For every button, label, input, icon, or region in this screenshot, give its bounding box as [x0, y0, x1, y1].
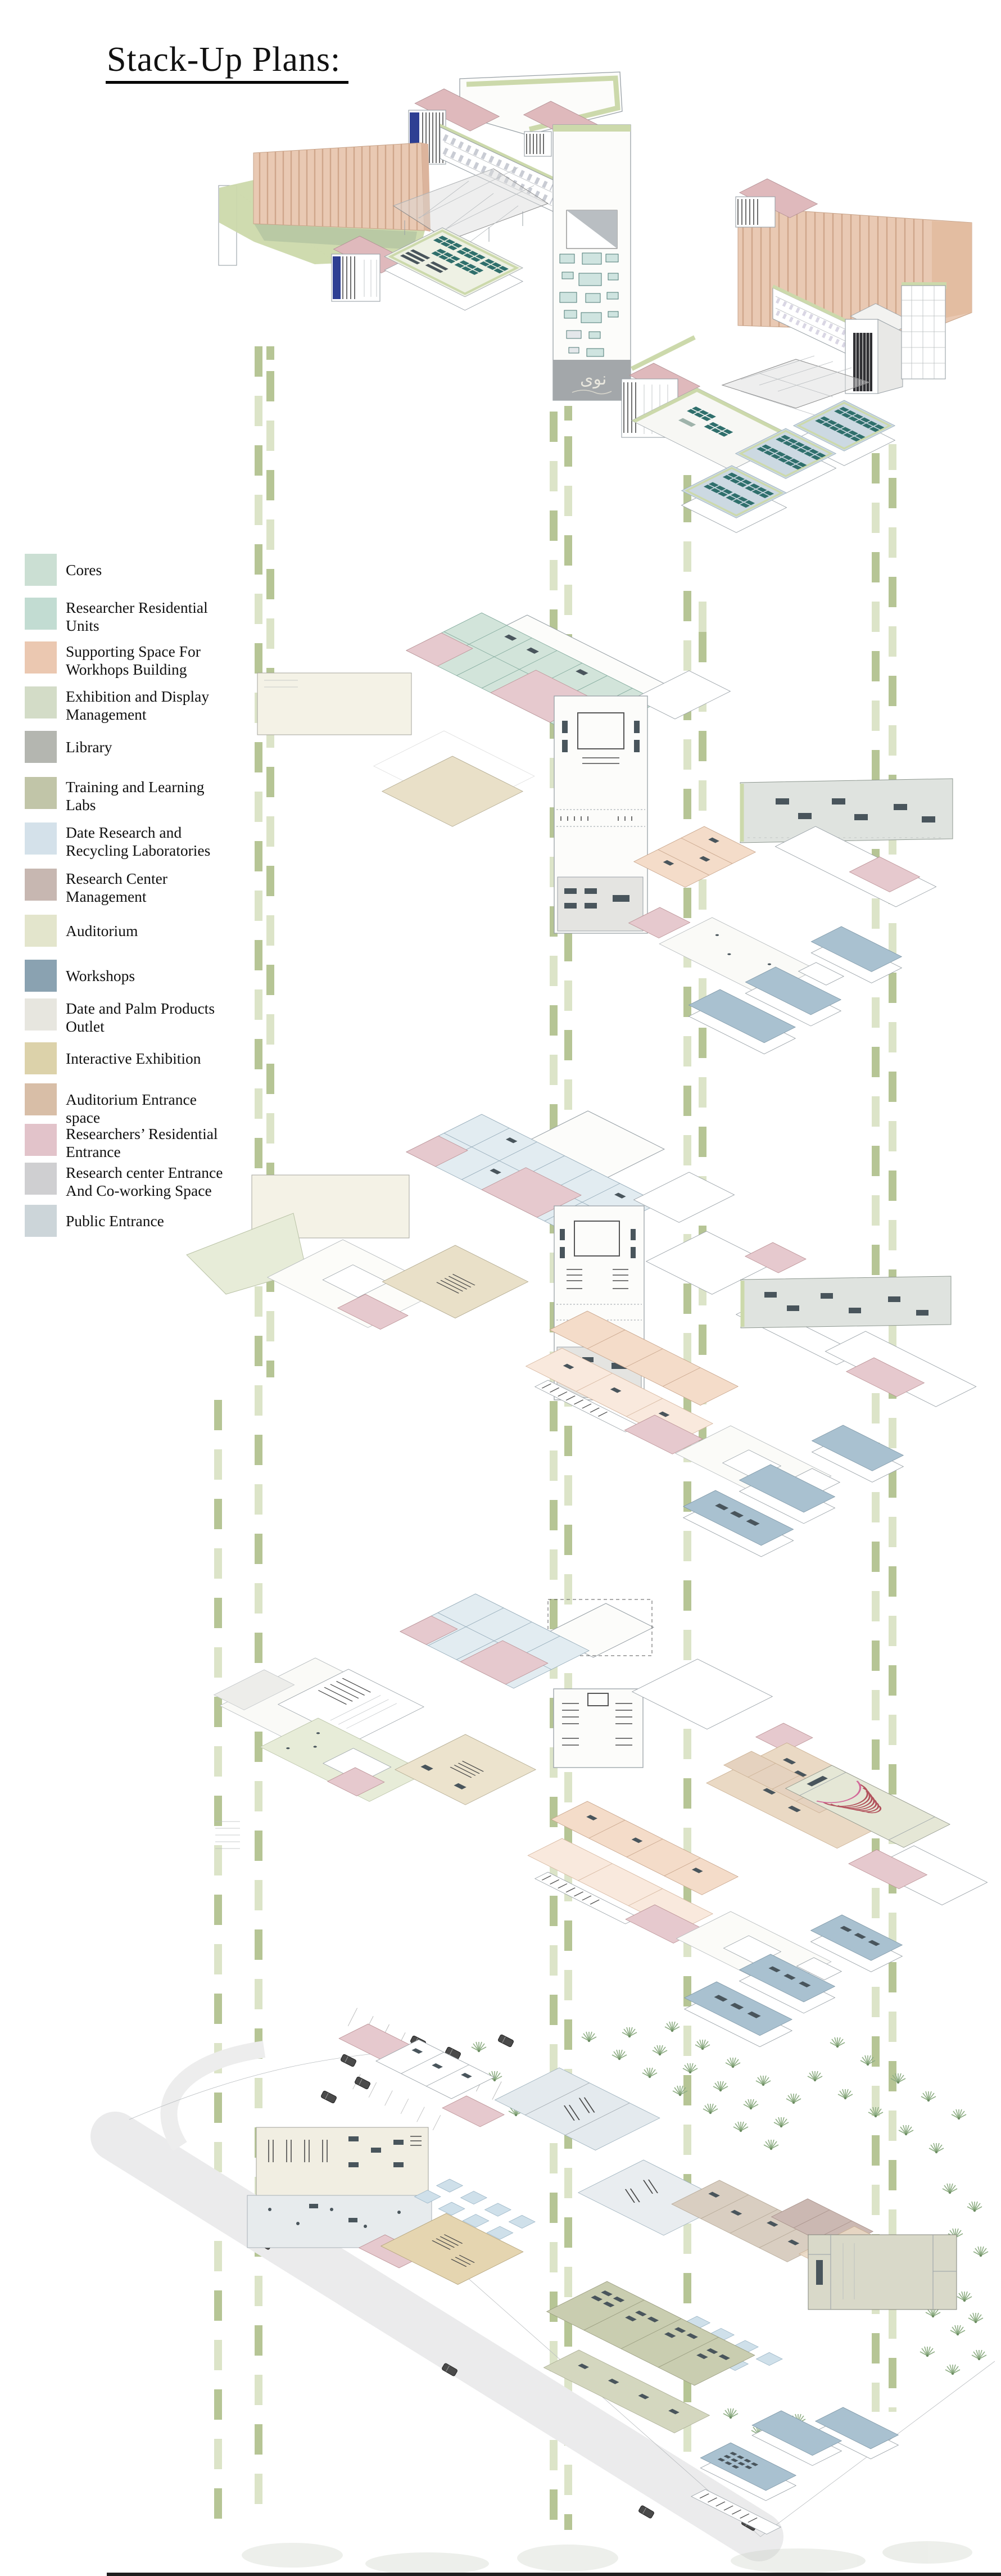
page-title: Stack-Up Plans: [106, 40, 349, 84]
glass-canopy [721, 355, 871, 415]
legend-label: Auditorium Entrance space [66, 1091, 197, 1126]
pv-roof-blocks-east [681, 400, 896, 533]
central-hall-plan [554, 695, 648, 934]
legend-item-researcher-residential-units: Researcher Residential Units [25, 598, 227, 635]
faded-trees [242, 2541, 972, 2575]
legend-swatch [25, 686, 57, 718]
legend-label: Research center Entrance And Co-working … [66, 1164, 223, 1199]
drawing-plan-level-3 [257, 612, 953, 1055]
public-entrance-north [338, 2023, 660, 2151]
legend-swatch [25, 641, 57, 674]
legend-label: Exhibition and Display Management [66, 688, 210, 723]
core-tower [331, 236, 408, 302]
drawing-plan-level-1 [213, 1593, 988, 2048]
core-tower [735, 178, 818, 228]
legend-item-auditorium: Auditorium [25, 915, 227, 947]
workshop-boxes-ground [691, 2407, 899, 2535]
courtyard-plate [267, 1239, 444, 1330]
workshop-boxes [688, 926, 903, 1055]
legend-item-library: Library [25, 731, 227, 763]
workshop-boxes [683, 1914, 903, 2048]
rooms-wing-east [631, 1658, 813, 1752]
legend-swatch [25, 915, 57, 947]
guide-column [255, 346, 262, 2513]
legend-label: Supporting Space For Workhops Building [66, 643, 201, 678]
drawing-site-plan [90, 2008, 995, 2575]
interactive-exhibition [380, 2213, 524, 2285]
legend-item-interactive-exhibition: Interactive Exhibition [25, 1042, 227, 1074]
workshop-boxes [682, 1425, 904, 1557]
support-wing [525, 1310, 832, 1504]
east-buildings [772, 282, 946, 394]
legend-swatch [25, 998, 57, 1031]
guide-column [683, 475, 691, 2479]
central-tower: نوى [552, 124, 631, 401]
legend-swatch [25, 731, 57, 763]
core-tower [621, 335, 701, 438]
legend-swatch [25, 1042, 57, 1074]
legend-label: Public Entrance [66, 1212, 164, 1230]
legend-item-cores: Cores [25, 554, 227, 586]
legend-item-workshops: Workshops [25, 960, 227, 992]
legend-item-research-center-management: Research Center Management [25, 869, 227, 906]
guide-column [214, 1389, 222, 2519]
support-wing [527, 1801, 832, 1990]
library-plate [740, 1276, 977, 1407]
auditorium-hall [785, 1765, 988, 1905]
page-edge-line [107, 2573, 1001, 2576]
legend-swatch [25, 869, 57, 901]
legend-label: Auditorium [66, 922, 138, 939]
guide-column [564, 406, 572, 2530]
legend-label: Date and Palm Products Outlet [66, 1000, 215, 1035]
legend-label: Researchers’ Residential Entrance [66, 1125, 218, 1160]
guide-column [889, 444, 896, 2412]
legend-label: Library [66, 738, 112, 756]
training-labs-bar [543, 2281, 755, 2433]
legend-swatch [25, 1205, 57, 1237]
legend-swatch [25, 777, 57, 809]
legend-swatch [25, 822, 57, 855]
legend-item-training-labs: Training and Learning Labs [25, 777, 227, 814]
interactive-exhibition-room [382, 1245, 529, 1319]
legend-swatch [25, 1124, 57, 1156]
drawing-plan-level-2 [186, 1110, 977, 1557]
legend-swatch [25, 1083, 57, 1115]
legend-label: Research Center Management [66, 870, 167, 905]
central-hall-plan [553, 1688, 644, 1768]
legend-item-researchers-residential-entrance: Researchers’ Residential Entrance [25, 1124, 227, 1161]
louver-screen-west [253, 142, 431, 232]
legend-swatch [25, 960, 57, 992]
legend-item-supporting-space: Supporting Space For Workhops Building [25, 641, 227, 679]
legend-item-products-outlet: Date and Palm Products Outlet [25, 998, 227, 1036]
residential-bar [440, 124, 556, 213]
legend-swatch [25, 598, 57, 630]
pv-roof-block-west [384, 227, 524, 311]
legend-item-auditorium-entrance: Auditorium Entrance space [25, 1083, 227, 1127]
legend-swatch [25, 1163, 57, 1195]
guide-column [266, 346, 274, 1377]
legend-label: Interactive Exhibition [66, 1050, 201, 1067]
legend-item-research-center-entrance: Research center Entrance And Co-working … [25, 1163, 227, 1200]
legend-label: Date Research and Recycling Laboratories [66, 824, 211, 859]
exhibition-diamond [381, 756, 524, 827]
legend-item-public-entrance: Public Entrance [25, 1205, 227, 1237]
auditorium-stage-plate [213, 1657, 537, 1849]
labs-wing [400, 1593, 655, 1689]
guide-column [872, 444, 880, 2412]
auditorium-ground [808, 2234, 957, 2310]
legend-item-date-research-labs: Date Research and Recycling Laboratories [25, 822, 227, 860]
tower-logo: نوى [580, 369, 606, 389]
legend-item-exhibition-display: Exhibition and Display Management [25, 686, 227, 724]
coworking-plate [740, 778, 953, 907]
legend-label: Workshops [66, 967, 135, 984]
guide-column [550, 406, 558, 2530]
legend-label: Cores [66, 561, 102, 579]
legend-label: Researcher Residential Units [66, 599, 208, 634]
management-plate [257, 672, 412, 735]
legend-label: Training and Learning Labs [66, 778, 205, 814]
legend-swatch-cores [25, 554, 57, 586]
drawing-axonometric-massing: نوى [218, 71, 972, 533]
